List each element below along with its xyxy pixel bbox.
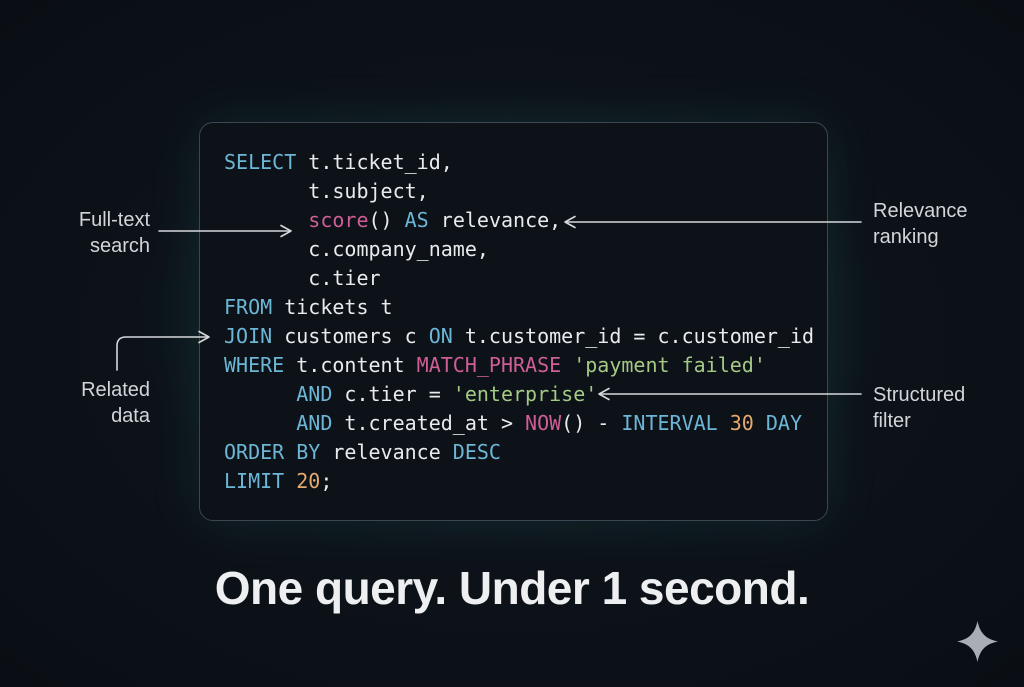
code-line: c.company_name, [224,237,489,261]
code-line: WHERE t.content MATCH_PHRASE 'payment fa… [224,353,766,377]
code-line: SELECT t.ticket_id, [224,150,453,174]
code-line: JOIN customers c ON t.customer_id = c.cu… [224,324,815,348]
code-line: AND t.created_at > NOW() - INTERVAL 30 D… [296,411,803,435]
annotation-line: search [89,235,150,257]
annotation-line: Related [81,379,150,401]
code-line: score() AS relevance, [308,208,562,232]
annotation-line: data [111,405,150,427]
annotation-related-data: Related data [81,377,150,429]
code-line: t.subject, [224,179,429,203]
annotation-full-text-search: Full-text search [79,207,150,259]
code-line: AND c.tier = 'enterprise' [296,382,598,406]
annotation-line: Structured [873,384,966,406]
annotation-line: Full-text [78,209,150,231]
annotation-line: Relevance [873,200,968,222]
sparkle-icon [957,621,998,662]
annotation-line: ranking [873,226,939,248]
annotation-line: filter [873,410,911,432]
annotation-relevance-ranking: Relevance ranking [873,198,968,250]
code-line: FROM tickets t [224,295,393,319]
headline: One query. Under 1 second. [214,562,810,614]
code-line: ORDER BY relevance DESC [224,440,501,464]
code-line: c.tier [224,266,381,290]
annotation-structured-filter: Structured filter [873,382,965,434]
sql-code: SELECT t.ticket_id, t.subject, score() A… [224,148,815,496]
sql-code-panel: SELECT t.ticket_id, t.subject, score() A… [199,122,828,521]
code-line: LIMIT 20; [224,469,333,493]
